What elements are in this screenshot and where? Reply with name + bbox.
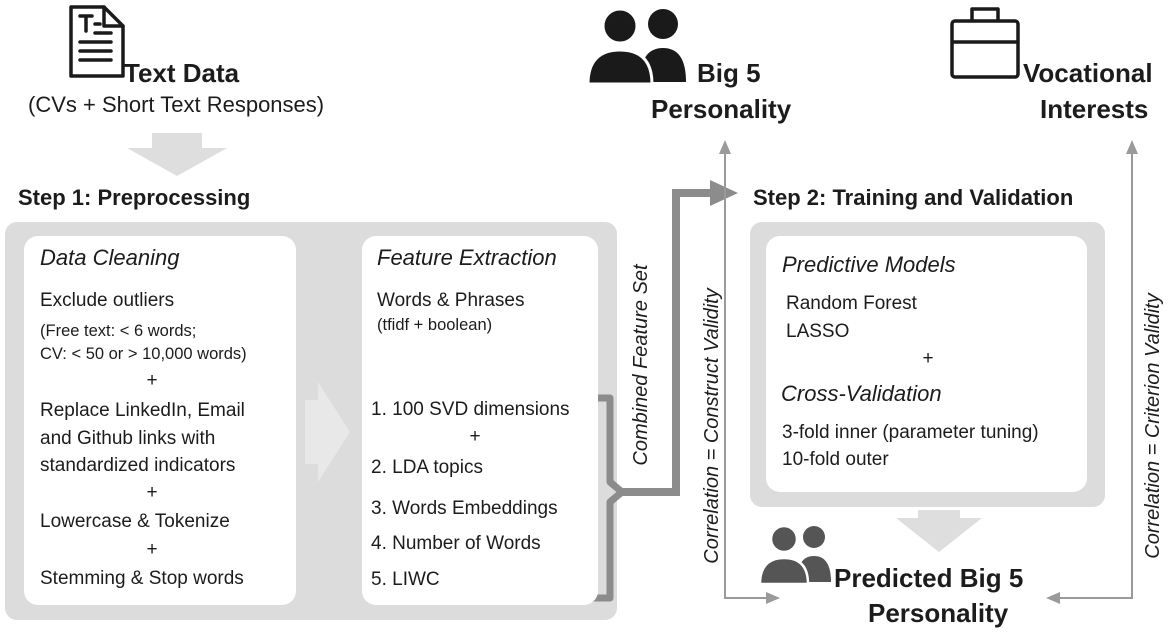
words-phrases-detail: (tfidf + boolean)	[377, 316, 493, 334]
feature-plus: +	[469, 426, 481, 447]
feature-embeddings: 3. Words Embeddings	[371, 498, 558, 519]
exclude-detail-2: CV: < 50 or > 10,000 words)	[40, 345, 247, 363]
predicted-line2: Personality	[868, 598, 1009, 628]
replace-line-3: standardized indicators	[40, 455, 236, 476]
predictive-models-heading: Predictive Models	[782, 252, 956, 277]
construct-validity-label: Correlation = Construct Validity	[701, 288, 723, 564]
arrow-down-text-data	[127, 133, 227, 176]
lowercase-tokenize: Lowercase & Tokenize	[40, 511, 230, 532]
predicted-line1: Predicted Big 5	[834, 563, 1024, 593]
predicted-people-icon	[758, 524, 831, 586]
words-phrases: Words & Phrases	[377, 290, 525, 311]
stemming-stopwords: Stemming & Stop words	[40, 568, 244, 589]
feature-extraction-heading: Feature Extraction	[377, 245, 557, 270]
plus-2: +	[146, 482, 158, 503]
replace-line-1: Replace LinkedIn, Email	[40, 400, 245, 421]
feature-lda: 2. LDA topics	[371, 457, 483, 478]
cv-inner: 3-fold inner (parameter tuning)	[782, 422, 1039, 443]
big5-line2: Personality	[651, 94, 792, 124]
model-random-forest: Random Forest	[786, 293, 917, 314]
feature-number-words: 4. Number of Words	[371, 533, 541, 554]
vocational-line2: Interests	[1040, 94, 1149, 124]
step1-title: Step 1: Preprocessing	[18, 185, 251, 210]
feature-svd: 1. 100 SVD dimensions	[371, 399, 570, 420]
step2-title: Step 2: Training and Validation	[753, 185, 1074, 210]
feature-extraction-card: Feature Extraction Words & Phrases (tfid…	[362, 236, 598, 605]
construct-validity-arrow-up	[719, 140, 731, 154]
data-cleaning-heading: Data Cleaning	[40, 245, 180, 270]
step2-card: Predictive Models Random Forest LASSO + …	[766, 236, 1087, 492]
document-icon	[69, 5, 125, 78]
step2-plus: +	[922, 348, 934, 369]
criterion-validity-arrow-left	[1046, 592, 1060, 604]
arrow-down-step2-to-predicted	[896, 510, 982, 552]
criterion-validity-label: Correlation = Criterion Validity	[1142, 293, 1164, 559]
construct-validity-arrow-right	[766, 592, 780, 604]
text-data-subtitle: (CVs + Short Text Responses)	[28, 92, 325, 117]
plus-1: +	[146, 370, 158, 391]
people-icon	[586, 7, 686, 86]
exclude-detail-1: (Free text: < 6 words;	[40, 322, 197, 340]
briefcase-icon	[950, 7, 1020, 79]
exclude-outliers: Exclude outliers	[40, 290, 175, 311]
replace-line-2: and Github links with	[40, 428, 216, 449]
cv-outer: 10-fold outer	[782, 449, 889, 470]
model-lasso: LASSO	[786, 321, 850, 342]
text-data-title: Text Data	[124, 58, 240, 88]
plus-3: +	[146, 539, 158, 560]
cross-validation-heading: Cross-Validation	[781, 381, 942, 406]
data-cleaning-card: Data Cleaning Exclude outliers (Free tex…	[24, 236, 296, 605]
combined-feature-connector	[622, 189, 713, 496]
feature-liwc: 5. LIWC	[371, 569, 440, 590]
criterion-validity-arrow-up	[1126, 140, 1138, 154]
vocational-line1: Vocational	[1023, 58, 1153, 88]
construct-validity-line	[724, 152, 770, 599]
big5-line1: Big 5	[697, 58, 761, 88]
criterion-validity-line	[1056, 152, 1133, 599]
combined-feature-set-label: Combined Feature Set	[630, 264, 652, 466]
arrow-right-cleaning-to-extraction	[305, 382, 350, 482]
